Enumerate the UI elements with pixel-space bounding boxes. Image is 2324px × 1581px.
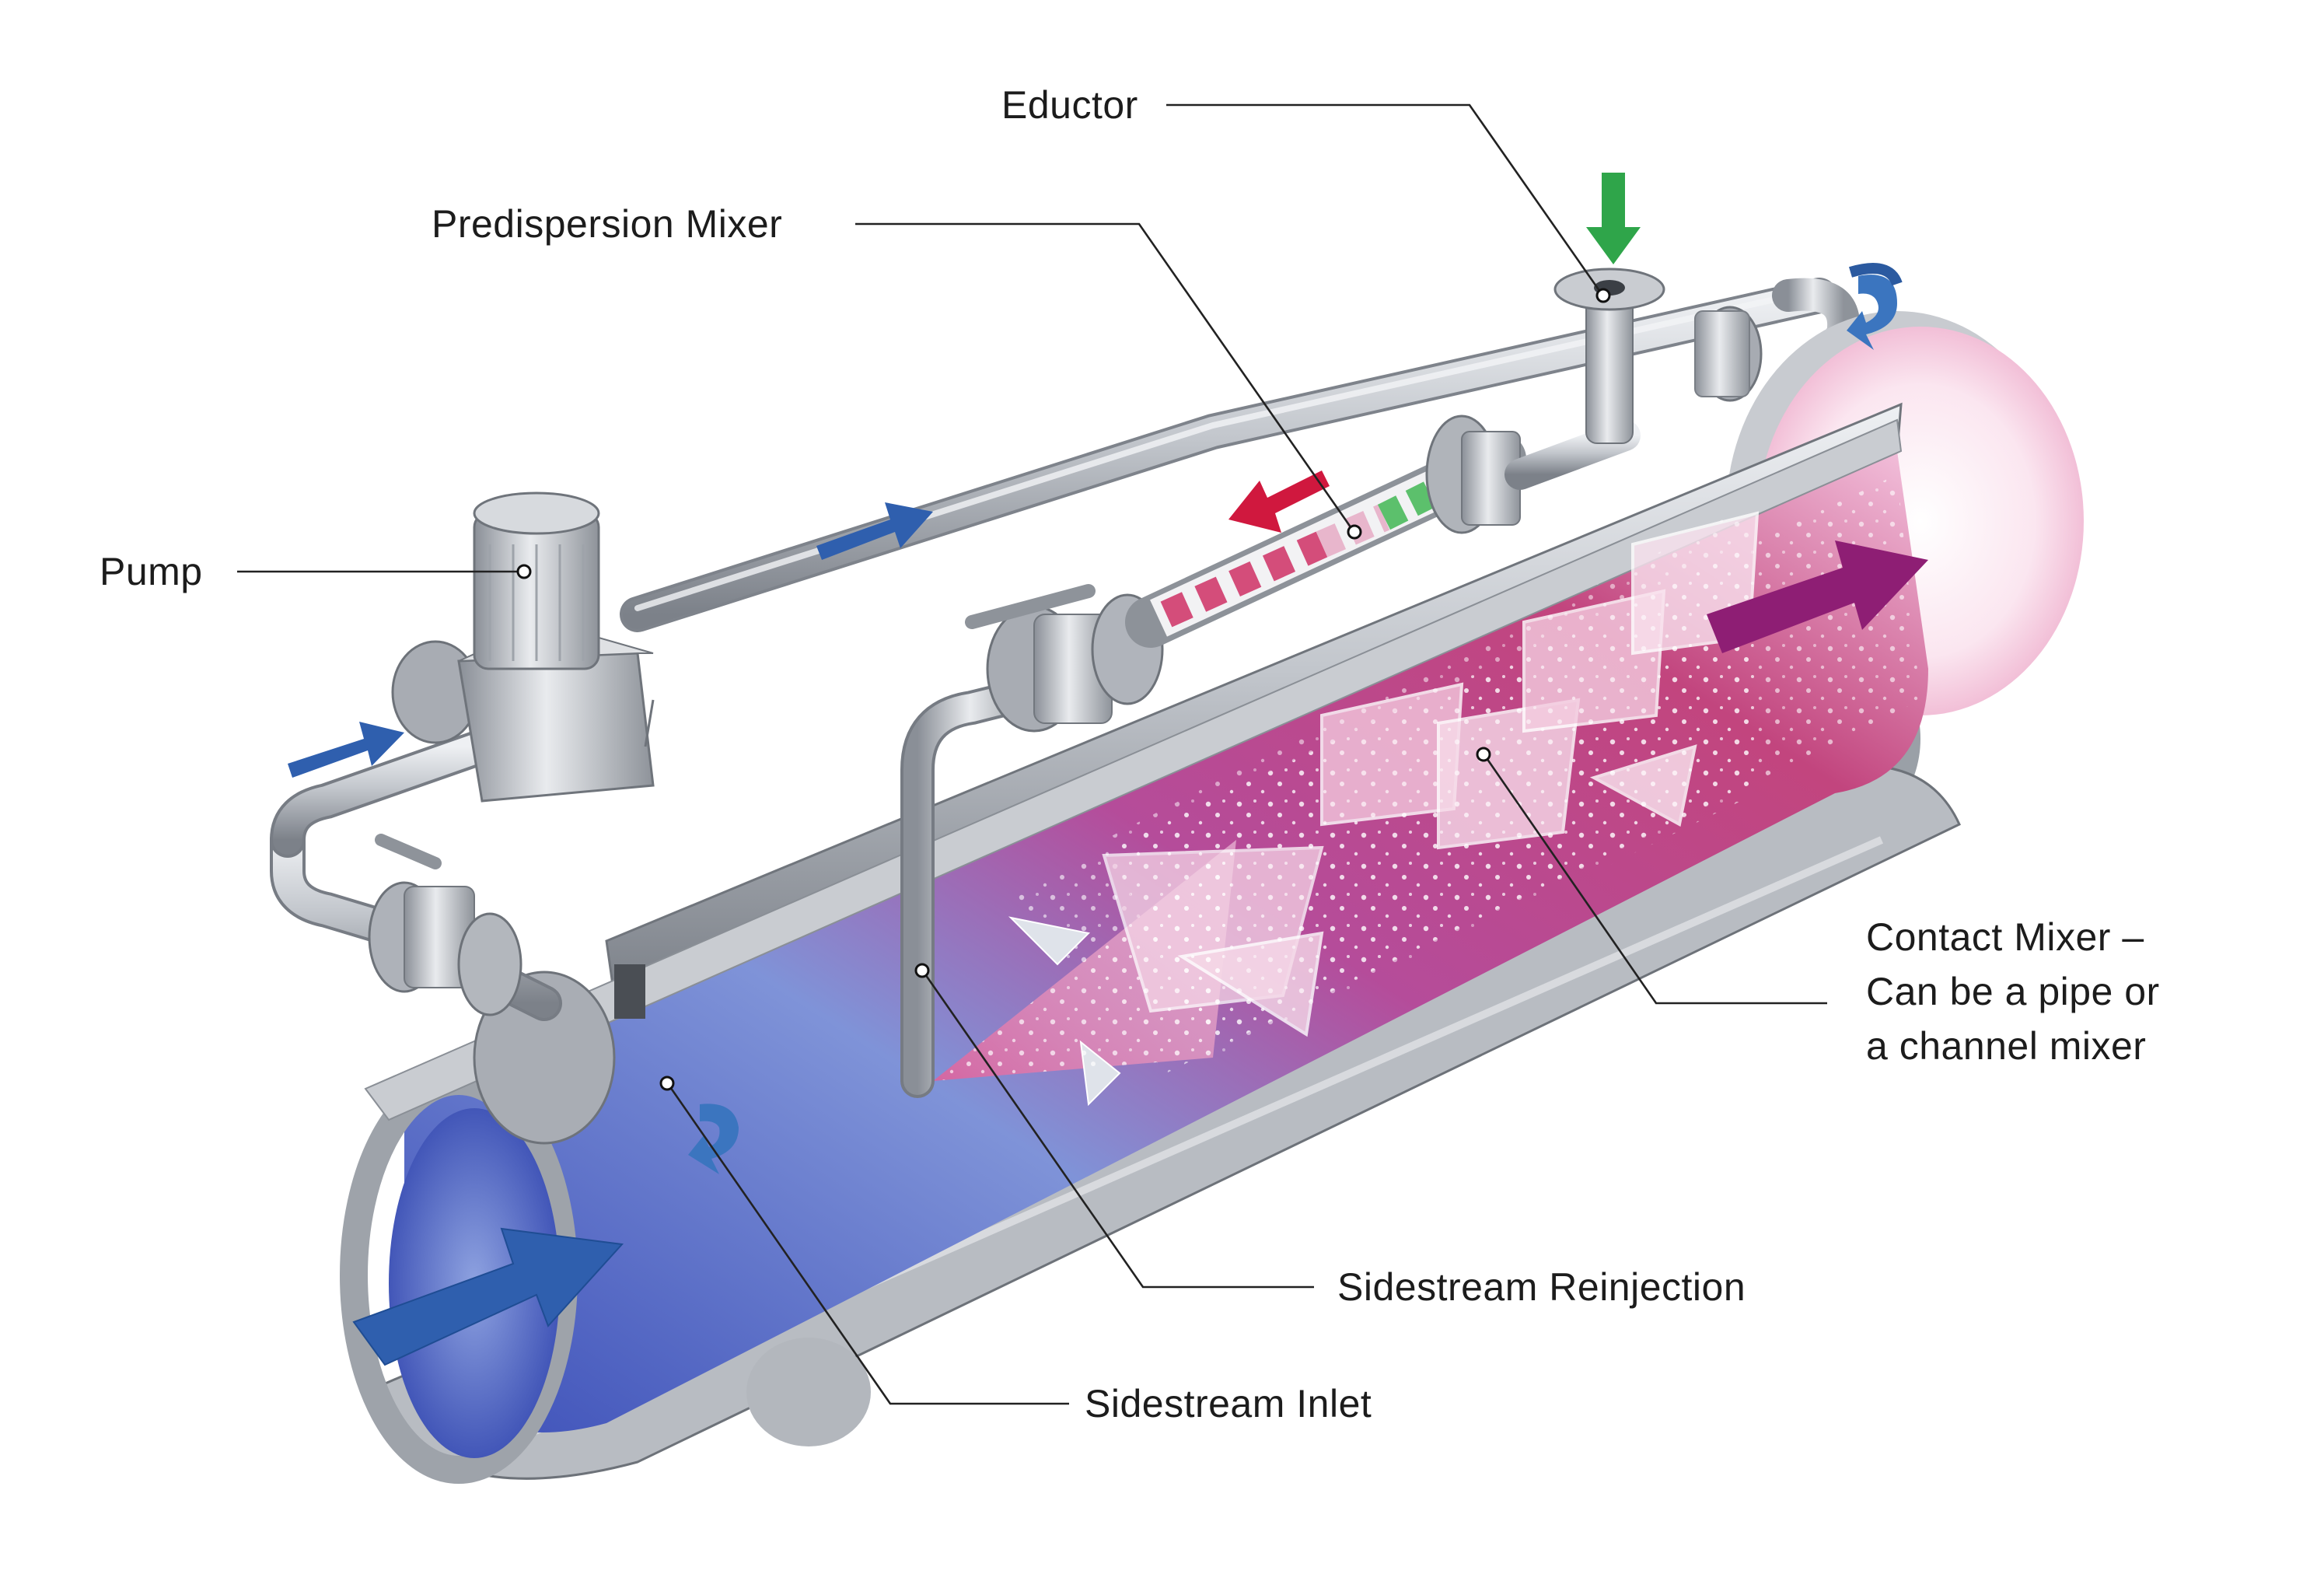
inlet-leader <box>659 1076 1069 1405</box>
flow-arrow-icon <box>1228 470 1330 533</box>
suction-piping <box>270 729 562 1021</box>
pump-label: Pump <box>100 550 203 593</box>
flow-arrow-icon <box>1586 173 1641 264</box>
pump-leader <box>237 564 532 579</box>
reinjection-pipe <box>900 675 1051 1098</box>
suction-valve <box>368 834 522 1016</box>
contact-mixer-elements <box>933 505 1760 1107</box>
flow-arrow-icon <box>288 722 404 778</box>
rotation-arrow-icon <box>1847 263 1903 350</box>
return-flange <box>1694 306 1763 402</box>
rotation-arrow-icon <box>688 1104 739 1174</box>
sidestream-inlet-label: Sidestream Inlet <box>1085 1382 1372 1425</box>
pump-body <box>391 491 655 803</box>
contact-mixer-label-line-1: Contact Mixer – <box>1866 915 2144 959</box>
flow-arrow-icon <box>352 1227 624 1366</box>
contact-mixer-leader <box>1476 747 1827 1005</box>
eductor-label: Eductor <box>1001 83 1138 127</box>
predispersion-leader <box>855 222 1362 540</box>
flow-arrow-icon <box>816 502 933 560</box>
contact-mixer-label-line-2: Can be a pipe or <box>1866 970 2160 1013</box>
sidestream-reinjection-label: Sidestream Reinjection <box>1337 1265 1746 1309</box>
eductor-body <box>1553 268 1665 444</box>
eductor-leader <box>1166 103 1611 303</box>
inlet-flange <box>473 964 871 1446</box>
contact-mixer-label-line-3: a channel mixer <box>1866 1024 2147 1068</box>
predispersion-mixer-label: Predispersion Mixer <box>432 202 783 246</box>
reinjection-leader <box>914 963 1314 1289</box>
flow-arrow-icon <box>1707 540 1928 653</box>
